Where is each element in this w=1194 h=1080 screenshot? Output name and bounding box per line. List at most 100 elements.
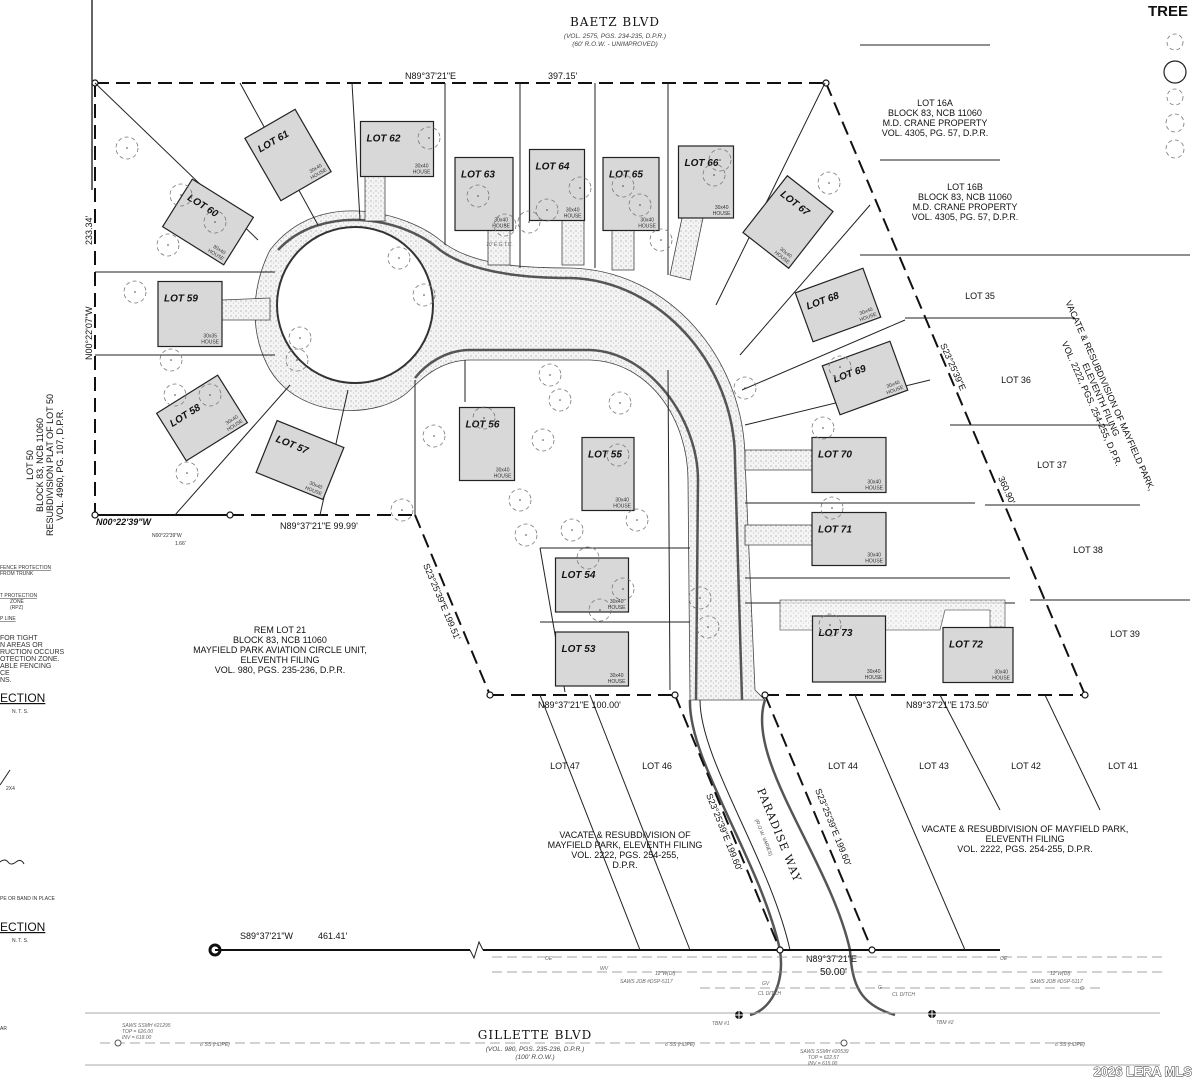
tree-icon	[702, 163, 726, 187]
tree-icon	[203, 210, 227, 234]
benchmark-icon	[735, 1011, 743, 1019]
parcel-line: LOT 16B	[947, 182, 983, 192]
adjacent-lot: LOT 36	[1001, 375, 1031, 385]
tree-icon	[811, 416, 835, 440]
tree-icon	[472, 406, 496, 430]
parcel-line: VACATE & RESUBDIVISION OF MAYFIELD PARK,	[922, 824, 1129, 834]
adjacent-lot: LOT 42	[1011, 761, 1041, 771]
tbm2-label: TBM #2	[936, 1020, 954, 1026]
gv-label: GV	[762, 981, 770, 987]
easement-label: 10' E.G.T.C.	[486, 242, 513, 248]
house-footprint	[742, 174, 834, 270]
house-footprint	[528, 148, 586, 222]
tree-center-icon	[599, 609, 601, 611]
bearing-south: S89°37'21"W	[240, 931, 294, 941]
parcel-line: REM LOT 21	[254, 625, 306, 635]
parcel-line: VOL. 4305, PG. 57, D.P.R.	[882, 128, 988, 138]
tree-icon	[422, 424, 446, 448]
tree-center-icon	[549, 374, 551, 376]
tree-icon	[696, 615, 720, 639]
tree-center-icon	[528, 221, 530, 223]
tree-icon	[606, 443, 630, 467]
road-paradise-way	[254, 210, 896, 1017]
legend-text: AR	[0, 1026, 7, 1032]
lot-label: LOT 55	[588, 450, 622, 461]
section-title: ECTION	[0, 920, 45, 934]
tree-center-icon	[428, 137, 430, 139]
legend-text: (RPZ)	[10, 605, 24, 611]
tree-icon	[531, 428, 555, 452]
tree-icon	[818, 613, 842, 637]
tree-icon	[628, 193, 652, 217]
gillette-blvd-label: GILLETTE BLVD	[478, 1028, 592, 1042]
water-line-label: 12"W(DI)	[655, 971, 676, 977]
house-footprint	[942, 626, 1014, 684]
lot-label: LOT 66	[685, 158, 719, 169]
bearing-rem-north: N89°37'21"E 99.99'	[280, 521, 358, 531]
tree-icon	[288, 326, 312, 350]
house-footprint	[811, 436, 887, 494]
house-label: HOUSE	[865, 559, 883, 565]
house-label: HOUSE	[613, 504, 631, 510]
house-footprint	[677, 145, 735, 219]
ss-label: 8"SS (HDPE)	[200, 1042, 230, 1048]
tree-center-icon	[209, 394, 211, 396]
house-size: 30x40	[494, 218, 508, 224]
tree-center-icon	[559, 399, 561, 401]
parcel-lot50: LOT 50 BLOCK 83, NCB 11060 RESUBDIVISION…	[25, 394, 65, 536]
parcel-line: BLOCK 83, NCB 11060	[233, 635, 327, 645]
house-size: 30x40	[615, 498, 629, 504]
section-title: ECTION	[0, 691, 45, 705]
tree-center-icon	[126, 147, 128, 149]
tree-icon	[390, 498, 414, 522]
house-size: 30x35	[203, 334, 217, 340]
lot-label: LOT 63	[461, 170, 495, 181]
tree-icon	[576, 546, 600, 570]
tree-center-icon	[398, 257, 400, 259]
legend-note: ABLE FENCING	[0, 663, 51, 670]
legend-note: CE	[0, 670, 10, 677]
tree-center-icon	[839, 366, 841, 368]
utilities: OE OE 12"W(DI) SAWS JOB #DSP-5117 12"W(D…	[85, 956, 1165, 1067]
parcel-lot16b: LOT 16B BLOCK 83, NCB 11060 M.D. CRANE P…	[912, 182, 1018, 222]
bearing-rem-east: S23°25'39"E 199.51'	[421, 562, 462, 642]
tree-center-icon	[542, 439, 544, 441]
benchmark-icon	[928, 1010, 936, 1018]
house-footprint	[155, 374, 249, 462]
adjacent-lot: LOT 39	[1110, 629, 1140, 639]
tree-center-icon	[719, 159, 721, 161]
lot-label: LOT 73	[819, 628, 853, 639]
house-size: 30x40	[715, 205, 729, 211]
house-size: 30x40	[610, 673, 624, 679]
parcel-line: VOL. 980, PGS. 235-236, D.P.R.	[215, 665, 345, 675]
house-label: HOUSE	[492, 224, 510, 230]
house-footprint	[554, 631, 630, 687]
trees	[115, 126, 852, 639]
ssmh-line: SAWS SSMH #20539	[800, 1049, 849, 1055]
ssmh-line: TOP = 626.00	[122, 1029, 153, 1035]
tree-icon	[123, 280, 147, 304]
water-line-label: 12"W(DI)	[1050, 971, 1071, 977]
distance-paradise-south: 50.00'	[820, 967, 847, 978]
legend-text: T PROTECTION	[0, 593, 38, 599]
lot-label: LOT 70	[818, 450, 852, 461]
tree-icon	[514, 523, 538, 547]
lot-label: LOT 56	[466, 420, 500, 431]
parcel-line: VOL. 4960, PG. 107, D.P.R.	[55, 409, 65, 520]
tree-icon	[493, 213, 517, 237]
tree-center-icon	[828, 182, 830, 184]
tree-icon	[608, 391, 632, 415]
house-footprint	[811, 615, 887, 683]
tree-protection-legend: FENCE PROTECTION FROM TRUNK T PROTECTION…	[0, 0, 93, 1032]
tree-center-icon	[299, 337, 301, 339]
ssmh-line: SAWS SSMH #21295	[122, 1023, 171, 1029]
tree-icon	[517, 210, 541, 234]
house-label: HOUSE	[201, 340, 219, 346]
parcel-line: VOL. 2222, PGS. 254-255,	[571, 850, 679, 860]
house-size: 30x40	[640, 218, 654, 224]
